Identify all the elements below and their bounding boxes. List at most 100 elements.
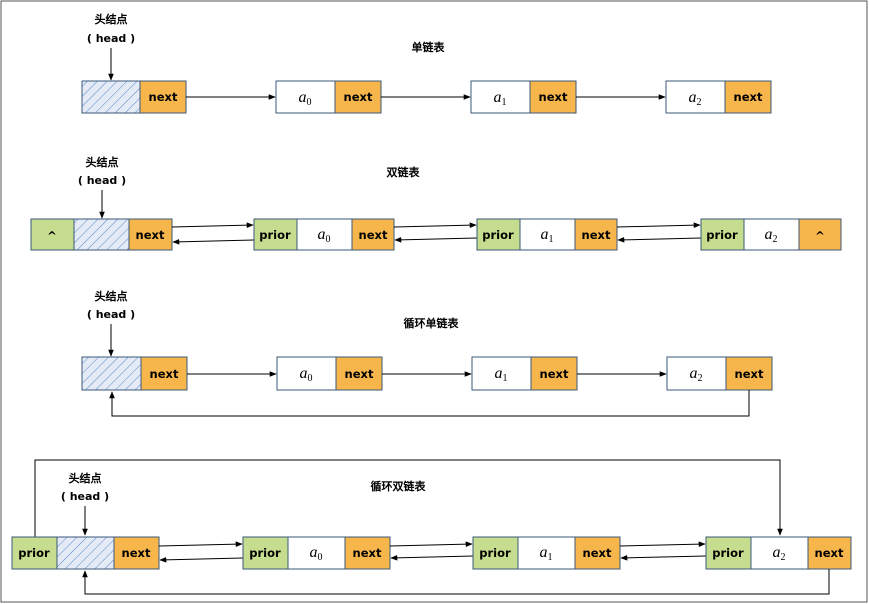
next-label: next bbox=[583, 546, 612, 560]
prior-pointer-arrow bbox=[617, 237, 702, 243]
doubly-list: ^ next prior a0 next prior a1 next bbox=[30, 218, 842, 251]
circular-singly-list: next a0 next a1 next a2 next bbox=[81, 356, 773, 417]
circular-doubly-node-a1: prior a1 next bbox=[472, 536, 621, 570]
circular-singly-node-a0: a0 next bbox=[276, 356, 383, 391]
head-label-cn: 头结点 bbox=[86, 155, 119, 169]
next-label: next bbox=[344, 90, 373, 104]
data-cell bbox=[517, 536, 576, 570]
next-label: next bbox=[540, 367, 569, 381]
next-cell bbox=[807, 536, 852, 570]
element-a2: a2 bbox=[773, 544, 786, 563]
head-label-2: 头结点 ( head ) bbox=[78, 155, 126, 219]
data-cell bbox=[276, 356, 337, 391]
next-cell bbox=[351, 218, 395, 251]
next-pointer-arrow bbox=[616, 222, 701, 228]
circular-next-arrow bbox=[82, 569, 830, 595]
data-cell bbox=[666, 356, 727, 391]
singly-node-a2: a2 next bbox=[665, 80, 772, 114]
title-doubly: 双链表 bbox=[387, 165, 421, 179]
element-a1: a1 bbox=[541, 226, 554, 245]
head-data-cell bbox=[81, 80, 141, 114]
element-a0: a0 bbox=[300, 365, 313, 384]
element-a0: a0 bbox=[318, 226, 331, 245]
prior-cell bbox=[253, 218, 298, 251]
singly-node-a0: a0 next bbox=[275, 80, 382, 114]
title-singly: 单链表 bbox=[412, 40, 446, 54]
prior-label: prior bbox=[482, 228, 514, 242]
next-label: next bbox=[353, 546, 382, 560]
element-a1: a1 bbox=[540, 544, 553, 563]
next-label: next bbox=[149, 90, 178, 104]
next-cell bbox=[139, 80, 187, 114]
head-label-cn: 头结点 bbox=[95, 12, 128, 26]
next-cell bbox=[335, 356, 383, 391]
next-label: next bbox=[582, 228, 611, 242]
title-circular-doubly: 循环双链表 bbox=[371, 479, 427, 493]
next-pointer-arrow bbox=[393, 222, 477, 228]
prior-label: prior bbox=[259, 228, 291, 242]
title-circular-singly: 循环单链表 bbox=[404, 316, 460, 330]
prior-cell bbox=[472, 536, 519, 570]
prior-pointer-arrow bbox=[394, 237, 478, 243]
next-label: next bbox=[815, 546, 844, 560]
prior-label: prior bbox=[706, 228, 738, 242]
circular-doubly-head-node: prior next bbox=[11, 536, 160, 570]
head-data-cell bbox=[56, 536, 115, 570]
head-label-en: ( head ) bbox=[78, 174, 126, 187]
next-cell bbox=[725, 356, 773, 391]
data-cell bbox=[296, 218, 353, 251]
prior-label: prior bbox=[249, 546, 281, 560]
next-cell bbox=[574, 536, 621, 570]
prior-pointer-arrow bbox=[172, 239, 255, 245]
head-label-cn: 头结点 bbox=[69, 471, 102, 485]
head-label-4: 头结点 ( head ) bbox=[61, 471, 109, 536]
next-pointer-arrow bbox=[158, 541, 243, 547]
next-cell bbox=[113, 536, 160, 570]
head-label-en: ( head ) bbox=[87, 32, 135, 45]
singly-head-node: next bbox=[81, 80, 187, 114]
circular-doubly-node-a2: prior a2 next bbox=[705, 536, 852, 570]
circular-return-arrow bbox=[109, 390, 750, 417]
next-pointer-arrow bbox=[389, 541, 473, 547]
element-a2: a2 bbox=[689, 89, 702, 108]
null-mark: ^ bbox=[815, 229, 825, 243]
element-a2: a2 bbox=[765, 226, 778, 245]
element-a0: a0 bbox=[299, 89, 312, 108]
next-cell bbox=[724, 80, 772, 114]
prior-pointer-arrow bbox=[620, 555, 707, 561]
next-pointer-arrow bbox=[619, 541, 706, 547]
head-label-en: ( head ) bbox=[61, 490, 109, 503]
head-data-cell bbox=[81, 356, 142, 391]
circular-singly-node-a2: a2 next bbox=[666, 356, 773, 391]
next-cell bbox=[529, 80, 577, 114]
doubly-head-node: ^ next bbox=[30, 218, 173, 251]
data-cell bbox=[275, 80, 336, 114]
prior-cell-null bbox=[30, 218, 75, 251]
data-cell bbox=[750, 536, 809, 570]
circular-doubly-node-a0: prior a0 next bbox=[242, 536, 391, 570]
circular-doubly-list: prior next prior a0 next prior a1 next bbox=[11, 459, 852, 595]
prior-pointer-arrow bbox=[390, 555, 474, 561]
prior-label: prior bbox=[712, 546, 744, 560]
circular-singly-node-a1: a1 next bbox=[471, 356, 578, 391]
next-label: next bbox=[150, 367, 179, 381]
data-cell bbox=[519, 218, 576, 251]
element-a1: a1 bbox=[495, 365, 508, 384]
next-cell bbox=[128, 218, 173, 251]
next-cell bbox=[334, 80, 382, 114]
next-cell-null bbox=[798, 218, 842, 251]
next-label: next bbox=[136, 228, 165, 242]
next-pointer-arrow bbox=[171, 222, 254, 228]
next-label: next bbox=[539, 90, 568, 104]
circular-singly-head-node: next bbox=[81, 356, 188, 391]
singly-list: next a0 next a1 next a2 next bbox=[81, 80, 772, 114]
prior-pointer-arrow bbox=[159, 557, 244, 563]
next-label: next bbox=[345, 367, 374, 381]
head-label-en: ( head ) bbox=[87, 308, 135, 321]
null-mark: ^ bbox=[47, 229, 57, 243]
prior-cell bbox=[700, 218, 745, 251]
next-cell bbox=[140, 356, 188, 391]
next-label: next bbox=[734, 90, 763, 104]
